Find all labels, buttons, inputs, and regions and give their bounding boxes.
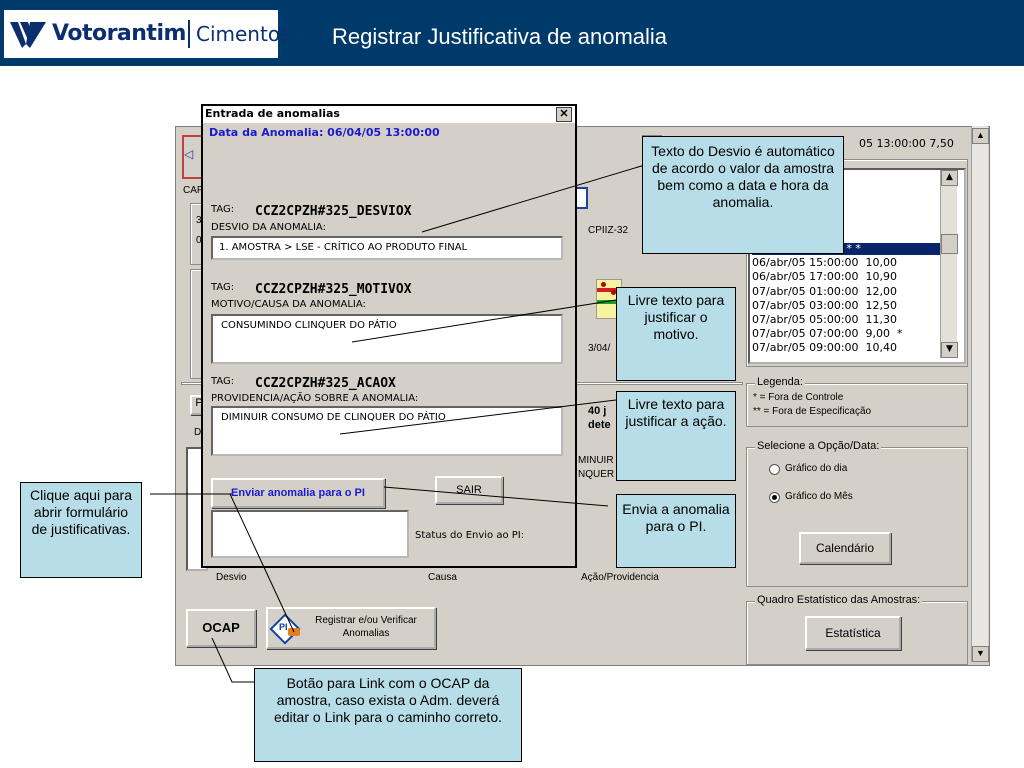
column-acao: Ação/Providencia bbox=[581, 572, 659, 583]
logo-divider bbox=[188, 20, 190, 48]
acao-tag-prefix: TAG: bbox=[211, 376, 235, 387]
desvio-tag-name: CCZ2CPZH#325_DESVIOX bbox=[255, 204, 412, 219]
statistics-button[interactable]: Estatística bbox=[805, 616, 901, 650]
top-sample-value: 05 13:00:00 7,50 bbox=[859, 137, 954, 150]
callout-texto-desvio: Texto do Desvio é automático de acordo o… bbox=[642, 136, 844, 254]
samples-list-scrollbar[interactable]: ▲ ▼ bbox=[940, 170, 958, 358]
motivo-tag-prefix: TAG: bbox=[211, 282, 235, 293]
legend-title: Legenda: bbox=[755, 376, 805, 388]
desvio-label: DESVIO DA ANOMALIA: bbox=[211, 222, 326, 233]
acao-label: PROVIDENCIA/AÇÃO SOBRE A ANOMALIA: bbox=[211, 393, 419, 404]
legend-line-2: ** = Fora de Especificação bbox=[753, 406, 872, 417]
column-causa: Causa bbox=[428, 572, 457, 583]
sample-list-item[interactable]: 07/abr/05 07:00:00 9,00 * bbox=[752, 327, 903, 341]
motivo-field[interactable]: CONSUMINDO CLINQUER DO PÁTIO bbox=[211, 314, 563, 364]
column-desvio: Desvio bbox=[216, 572, 247, 583]
partial-nquer: NQUER bbox=[578, 469, 615, 480]
radio-mes-label: Gráfico do Mês bbox=[785, 491, 853, 502]
options-group: Selecione a Opção/Data: Gráfico do dia G… bbox=[746, 440, 968, 587]
sample-list-item[interactable]: 07/abr/05 09:00:00 10,40 bbox=[752, 341, 898, 355]
desvio-field[interactable]: 1. AMOSTRA > LSE - CRÍTICO AO PRODUTO FI… bbox=[211, 236, 563, 260]
send-anomaly-button[interactable]: Enviar anomalia para o PI bbox=[211, 478, 385, 508]
register-anomalies-label: Registrar e/ou Verificar Anomalias bbox=[315, 615, 417, 639]
callout-livre-motivo: Livre texto para justificar o motivo. bbox=[616, 287, 736, 381]
callout-livre-acao: Livre texto para justificar a ação. bbox=[616, 391, 736, 481]
calendar-button[interactable]: Calendário bbox=[799, 532, 891, 564]
logo-wordmark: Votorantim bbox=[52, 21, 186, 46]
motivo-label: MOTIVO/CAUSA DA ANOMALIA: bbox=[211, 299, 366, 310]
scroll-down-icon[interactable]: ▼ bbox=[972, 646, 989, 662]
exit-button[interactable]: SAIR bbox=[435, 476, 503, 504]
votorantim-logo-icon bbox=[10, 22, 46, 48]
acao-tag-name: CCZ2CPZH#325_ACAOX bbox=[255, 376, 396, 391]
motivo-tag-name: CCZ2CPZH#325_MOTIVOX bbox=[255, 282, 412, 297]
ocap-button[interactable]: OCAP bbox=[186, 609, 256, 647]
radio-gráfico-dia[interactable] bbox=[769, 464, 780, 475]
scroll-up-icon[interactable]: ▲ bbox=[972, 128, 989, 144]
header-bar: Votorantim Cimentos Registrar Justificat… bbox=[0, 0, 1024, 66]
company-logo: Votorantim Cimentos bbox=[4, 10, 290, 58]
radio-dia-label: Gráfico do dia bbox=[785, 463, 848, 474]
list-scroll-up-icon[interactable]: ▲ bbox=[941, 170, 958, 186]
stats-title: Quadro Estatístico das Amostras: bbox=[755, 594, 923, 606]
radio-gráfico-mes[interactable] bbox=[769, 492, 780, 503]
sample-list-item[interactable]: 06/abr/05 15:00:00 10,00 bbox=[752, 256, 898, 270]
anomaly-entry-dialog: Entrada de anomalias ✕ Data da Anomalia:… bbox=[201, 104, 577, 568]
logo-subtitle: Cimentos bbox=[196, 22, 291, 46]
page-title: Registrar Justificativa de anomalia bbox=[332, 24, 668, 49]
partial-minuir: MINUIR bbox=[578, 455, 614, 466]
stats-group: Quadro Estatístico das Amostras: Estatís… bbox=[746, 594, 968, 665]
list-scroll-thumb[interactable] bbox=[941, 234, 958, 254]
send-status-label: Status do Envio ao PI: bbox=[415, 530, 525, 541]
options-title: Selecione a Opção/Data: bbox=[755, 440, 882, 452]
partial-num-0: 0 bbox=[196, 235, 202, 246]
legend-group: Legenda: * = Fora de Controle ** = Fora … bbox=[746, 376, 968, 427]
partial-d-label: D bbox=[194, 427, 202, 438]
close-icon[interactable]: ✕ bbox=[556, 107, 572, 122]
partial-cpiiz-label: CPIIZ-32 bbox=[588, 225, 629, 236]
dialog-titlebar[interactable]: Entrada de anomalias ✕ bbox=[203, 106, 575, 123]
sample-list-item[interactable]: 06/abr/05 17:00:00 10,90 bbox=[752, 270, 898, 284]
sample-list-item[interactable]: 07/abr/05 03:00:00 12,50 bbox=[752, 298, 898, 312]
callout-envia: Envia a anomalia para o PI. bbox=[616, 494, 736, 568]
callout-ocap: Botão para Link com o OCAP da amostra, c… bbox=[254, 668, 522, 762]
sample-list-item[interactable]: 07/abr/05 01:00:00 12,00 bbox=[752, 284, 898, 298]
sample-list-item[interactable]: 07/abr/05 05:00:00 11,30 bbox=[752, 313, 898, 326]
arrow-left-icon[interactable]: ◁ bbox=[184, 147, 194, 161]
main-scrollbar[interactable]: ▲ ▼ bbox=[971, 126, 989, 662]
legend-line-1: * = Fora de Controle bbox=[753, 392, 844, 403]
partial-date-label: 3/04/ bbox=[588, 343, 611, 354]
partial-bold-40: 40 j bbox=[588, 405, 607, 417]
partial-num-3: 3 bbox=[196, 215, 202, 226]
partial-bold-det: dete bbox=[588, 419, 611, 431]
samples-group bbox=[746, 159, 968, 367]
register-anomalies-button[interactable]: PI Registrar e/ou Verificar Anomalias bbox=[266, 607, 436, 649]
send-status-box bbox=[211, 510, 409, 558]
dialog-title: Entrada de anomalias bbox=[205, 107, 340, 120]
pi-icon-label: PI bbox=[279, 622, 288, 632]
partial-cap-label: CAP bbox=[183, 185, 204, 196]
list-scroll-down-icon[interactable]: ▼ bbox=[941, 342, 958, 358]
callout-clique: Clique aqui para abrir formulário de jus… bbox=[20, 482, 142, 578]
anomaly-date: Data da Anomalia: 06/04/05 13:00:00 bbox=[209, 126, 440, 139]
acao-field[interactable]: DIMINUIR CONSUMO DE CLINQUER DO PÁTIO bbox=[211, 406, 563, 456]
desvio-tag-prefix: TAG: bbox=[211, 204, 235, 215]
